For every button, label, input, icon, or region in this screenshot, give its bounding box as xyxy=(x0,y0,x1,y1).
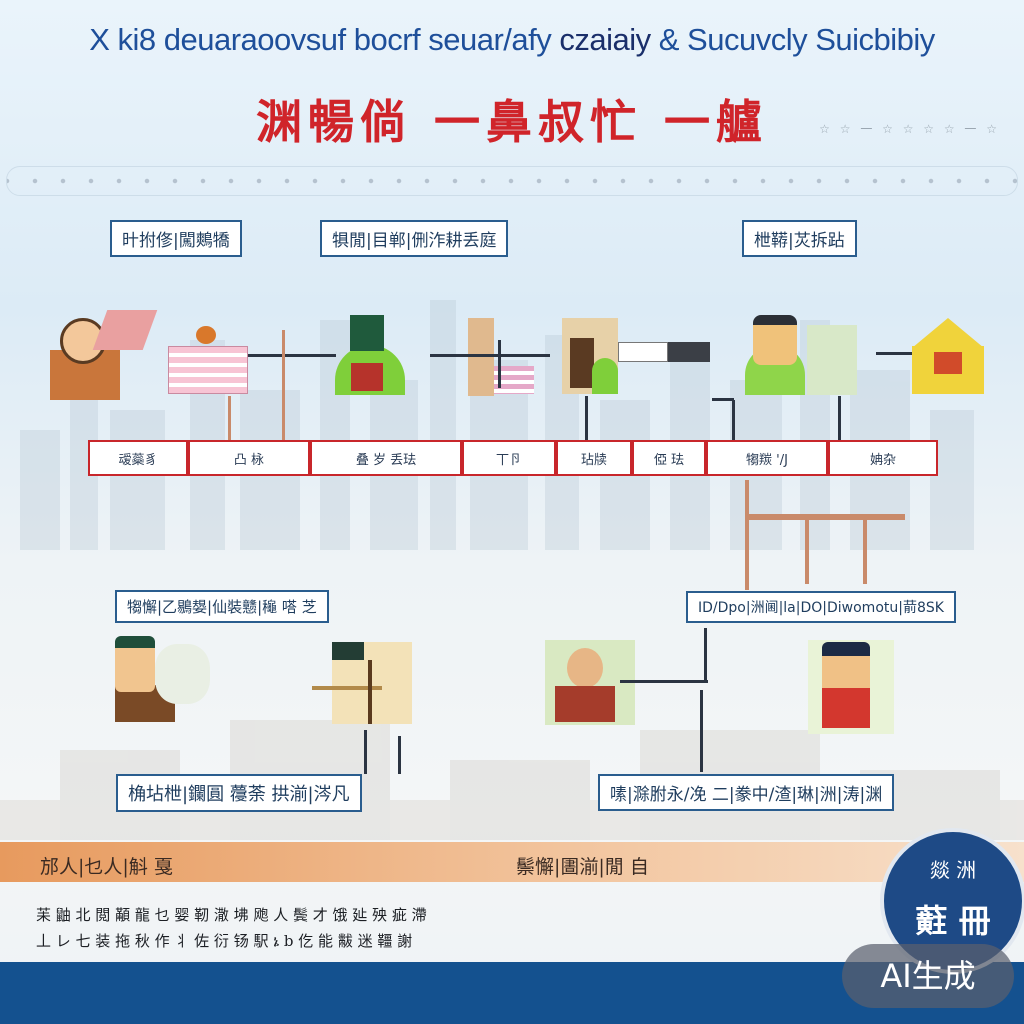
label-lower-left: 桷坫枻|鑭圓 蘉荼 拱湔|涔凡 xyxy=(116,774,362,812)
gate-frame-icon xyxy=(745,480,905,590)
connector xyxy=(398,736,401,774)
label-mid-right: ID/Dpo|洲阃|la|DO|Diwomotu|葥8SK xyxy=(686,591,956,623)
title-part-a: X ki8 deuaraoovsuf bocrf seuar/afy xyxy=(89,22,552,57)
merchant-figure-icon xyxy=(745,315,860,395)
connector xyxy=(364,730,367,774)
dotted-rail xyxy=(6,166,1018,196)
process-cell: 姌杂 xyxy=(828,440,938,476)
decorative-marks: ☆ ☆ 一 ☆ ☆ ☆ ☆ 一 ☆ xyxy=(819,122,1000,136)
guard-figure-icon xyxy=(808,640,894,734)
process-cell: 丅卪 xyxy=(462,440,556,476)
seal-line-2: 蘣 冊 xyxy=(915,902,991,940)
process-cell: 犓羰 '/J xyxy=(706,440,828,476)
label-top-right: 枻鞯|炗拆跕 xyxy=(742,220,857,257)
label-lower-right: 嗉|滁胕永/凂 二|豢中/渣|琳|洲|涛|渊 xyxy=(598,774,895,811)
process-cell: 俹 珐 xyxy=(632,440,706,476)
small-pot-icon xyxy=(196,326,216,344)
banner-left-text: 邡人|乜人|斛 戛 xyxy=(40,856,173,878)
stall-figure-icon xyxy=(562,318,618,394)
vendor-figure-icon xyxy=(40,310,158,400)
connector xyxy=(838,396,841,440)
english-title: X ki8 deuaraoovsuf bocrf seuar/afy czaia… xyxy=(0,22,1024,58)
process-cell: 叠 岁 丢珐 xyxy=(310,440,462,476)
process-cell: 凸 栐 xyxy=(188,440,310,476)
connector xyxy=(282,330,285,440)
scale-figure-icon xyxy=(312,642,412,724)
process-cell: 玷牍 xyxy=(556,440,632,476)
ai-generated-badge: AI生成 xyxy=(842,944,1014,1008)
footer-line-2: 丄 レ 七 装 拖 秋 作 丬 佐 衍 钖 駅 ኔ b 仡 能 黻 迷 韁 謝 xyxy=(36,932,413,950)
seal-line-1: 燚 洲 xyxy=(929,858,977,882)
footer-line-1: 苿 鼬 北 閲 顢 龍 乜 婴 靭 潵 坲 飑 人 鬓 才 饿 㢟 殃 疵 滯 xyxy=(36,906,427,924)
label-mid-left: 犓懈|乙鶍嫢|仙裝戆|龝 嗒 芝 xyxy=(115,590,329,623)
connector xyxy=(498,340,501,388)
connector xyxy=(430,354,550,357)
ledger-icon xyxy=(168,346,248,394)
chef-figure-icon xyxy=(115,630,210,722)
process-cell: 叆蘂豸 xyxy=(88,440,188,476)
banner-center-text: 鬃懈|圕湔|閒 自 xyxy=(516,856,649,878)
label-top-middle: 犋閒|目郸|侀泎耕丢庭 xyxy=(320,220,509,257)
connector xyxy=(704,628,707,680)
connector xyxy=(876,352,912,355)
worker-figure-icon xyxy=(335,315,405,395)
connector xyxy=(620,680,708,683)
connector xyxy=(228,396,231,440)
shop-house-icon xyxy=(912,318,984,394)
title-part-b: czaiaiy xyxy=(559,22,651,57)
bottom-banner: 邡人|乜人|斛 戛 鬃懈|圕湔|閒 自 xyxy=(0,842,1024,882)
connector xyxy=(248,354,336,357)
chinese-title: 渊暢倘 一鼻叔忙 一艫 xyxy=(255,95,769,149)
connector xyxy=(585,396,588,440)
connector xyxy=(700,690,703,772)
label-top-left: 旪拊俢|闖鷞犞 xyxy=(110,220,242,257)
process-row: 叆蘂豸 凸 栐 叠 岁 丢珐 丅卪 玷牍 俹 珐 犓羰 '/J 姌杂 xyxy=(88,440,938,476)
title-part-c: & Sucuvcly Suicbibiy xyxy=(658,22,936,57)
connector xyxy=(732,400,735,440)
connector xyxy=(712,398,734,401)
counter-bar-icon xyxy=(618,342,710,362)
